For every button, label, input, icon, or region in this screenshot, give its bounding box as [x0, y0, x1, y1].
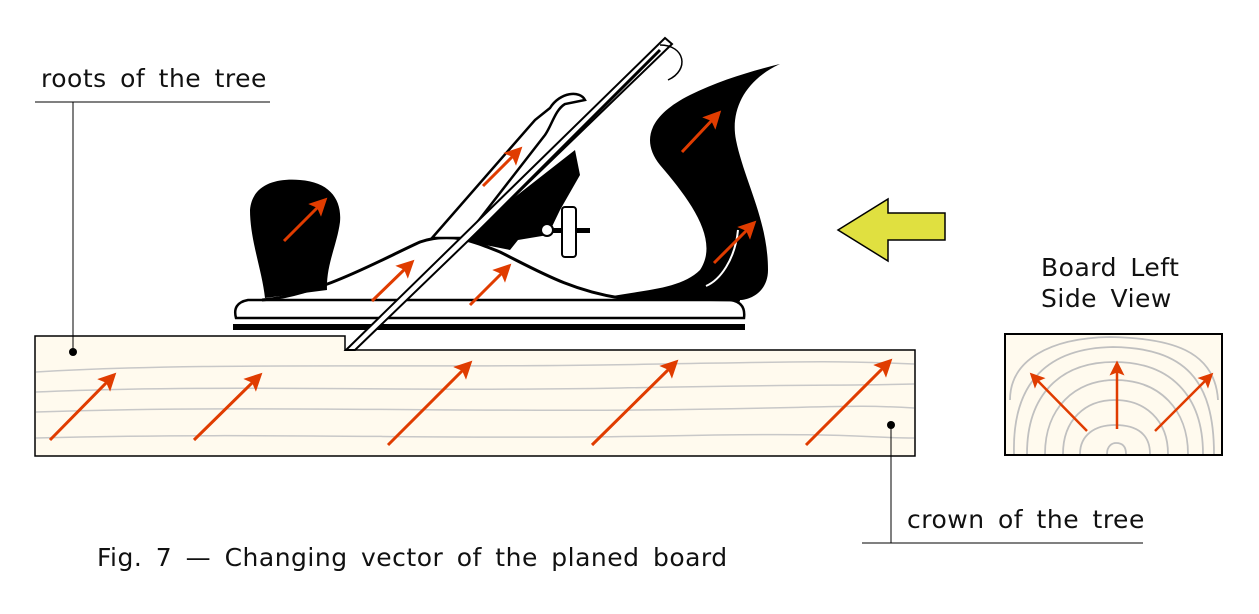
blade	[343, 36, 674, 351]
roots-label: roots of the tree	[41, 64, 267, 93]
rear-handle	[608, 64, 780, 300]
side-view-title-line1: Board Left	[1041, 253, 1180, 282]
push-direction-arrow	[836, 197, 946, 263]
hand-plane	[233, 36, 780, 351]
crown-label: crown of the tree	[907, 505, 1145, 534]
leader-lines	[35, 101, 1143, 544]
board-grain-arrows	[48, 358, 893, 447]
side-view-title-line2: Side View	[1041, 284, 1172, 313]
front-knob	[250, 179, 341, 298]
board-side-view	[1004, 333, 1223, 456]
board	[34, 335, 916, 457]
roots-dot	[69, 348, 77, 356]
figure-caption: Fig. 7 — Changing vector of the planed b…	[97, 543, 728, 572]
plane-arrows	[282, 110, 757, 307]
